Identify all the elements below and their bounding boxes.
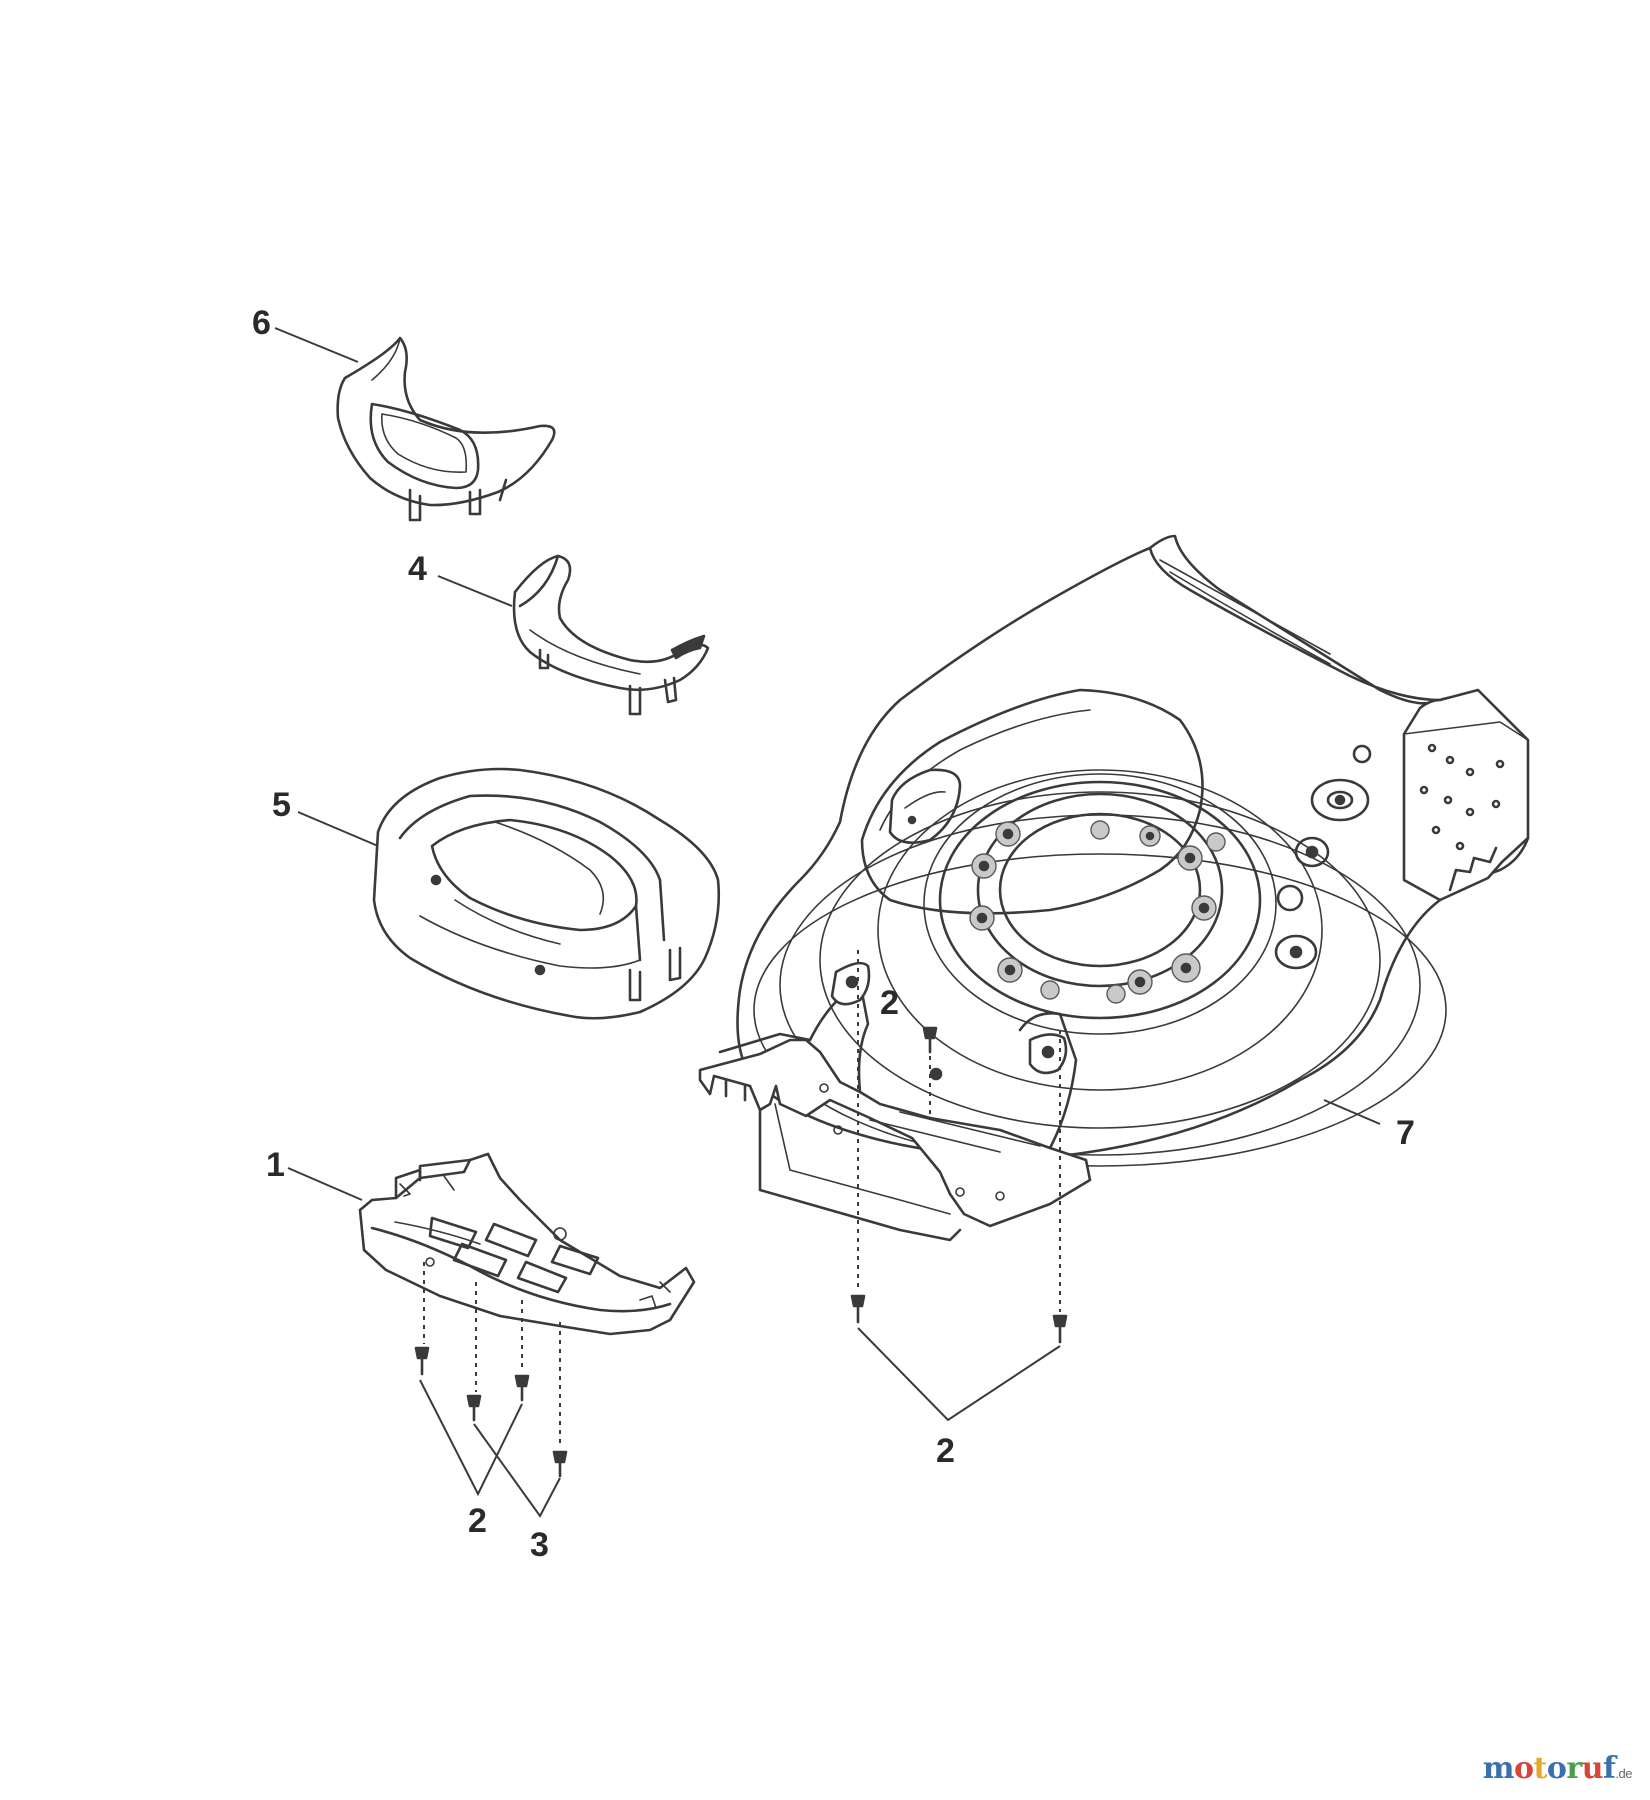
screw <box>414 1346 430 1376</box>
screw <box>1052 1314 1068 1344</box>
callout-2-upper: 2 <box>880 984 899 1022</box>
watermark-tld: .de <box>1615 1766 1632 1781</box>
part-4-trim-handle <box>512 554 710 716</box>
motoruf-watermark-logo: motoruf.de <box>1482 1751 1633 1786</box>
callout-2-left: 2 <box>468 1502 487 1540</box>
part-6-cover-flap <box>336 336 556 522</box>
callout-2-right: 2 <box>936 1432 955 1470</box>
screw <box>466 1394 482 1422</box>
part-5-shell <box>372 767 721 1020</box>
callout-1: 1 <box>266 1146 285 1184</box>
callouts: 6 4 5 1 7 2 2 2 3 <box>252 304 1415 1564</box>
callout-4: 4 <box>408 550 427 588</box>
callout-5: 5 <box>272 786 291 824</box>
part-7-mower-deck <box>698 534 1530 1242</box>
screw-set <box>414 1026 1068 1478</box>
leader-lines <box>274 327 1381 1518</box>
callout-3: 3 <box>530 1526 549 1564</box>
screw <box>552 1450 568 1478</box>
callout-6: 6 <box>252 304 271 342</box>
screw <box>514 1374 530 1402</box>
part-1-skid-plate <box>358 1152 696 1336</box>
screw <box>850 1294 866 1324</box>
screw <box>922 1026 938 1054</box>
callout-7: 7 <box>1396 1114 1415 1152</box>
assembly-lines <box>423 950 1061 1448</box>
